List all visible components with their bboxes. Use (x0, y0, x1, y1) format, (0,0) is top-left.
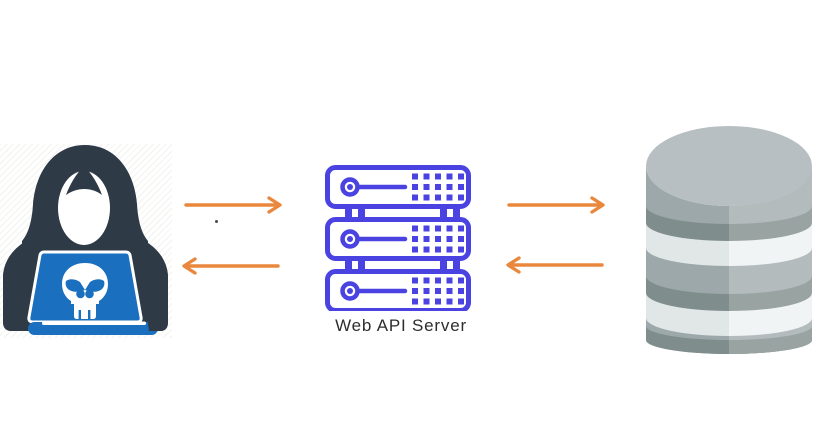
arrow-database-to-server-icon (506, 256, 604, 274)
web-api-server-node (325, 165, 473, 311)
arrow-server-to-database-icon (507, 196, 605, 214)
database-icon (646, 126, 812, 354)
database-node (646, 126, 812, 354)
arrow-attacker-to-server-icon (184, 196, 282, 214)
hacker-icon (3, 145, 168, 335)
stray-dot (215, 220, 218, 223)
attacker-node (0, 144, 172, 340)
skull-icon (62, 263, 108, 320)
arrow-server-to-attacker-icon (182, 257, 280, 275)
web-api-server-icon (325, 165, 473, 311)
server-label: Web API Server (335, 316, 467, 335)
